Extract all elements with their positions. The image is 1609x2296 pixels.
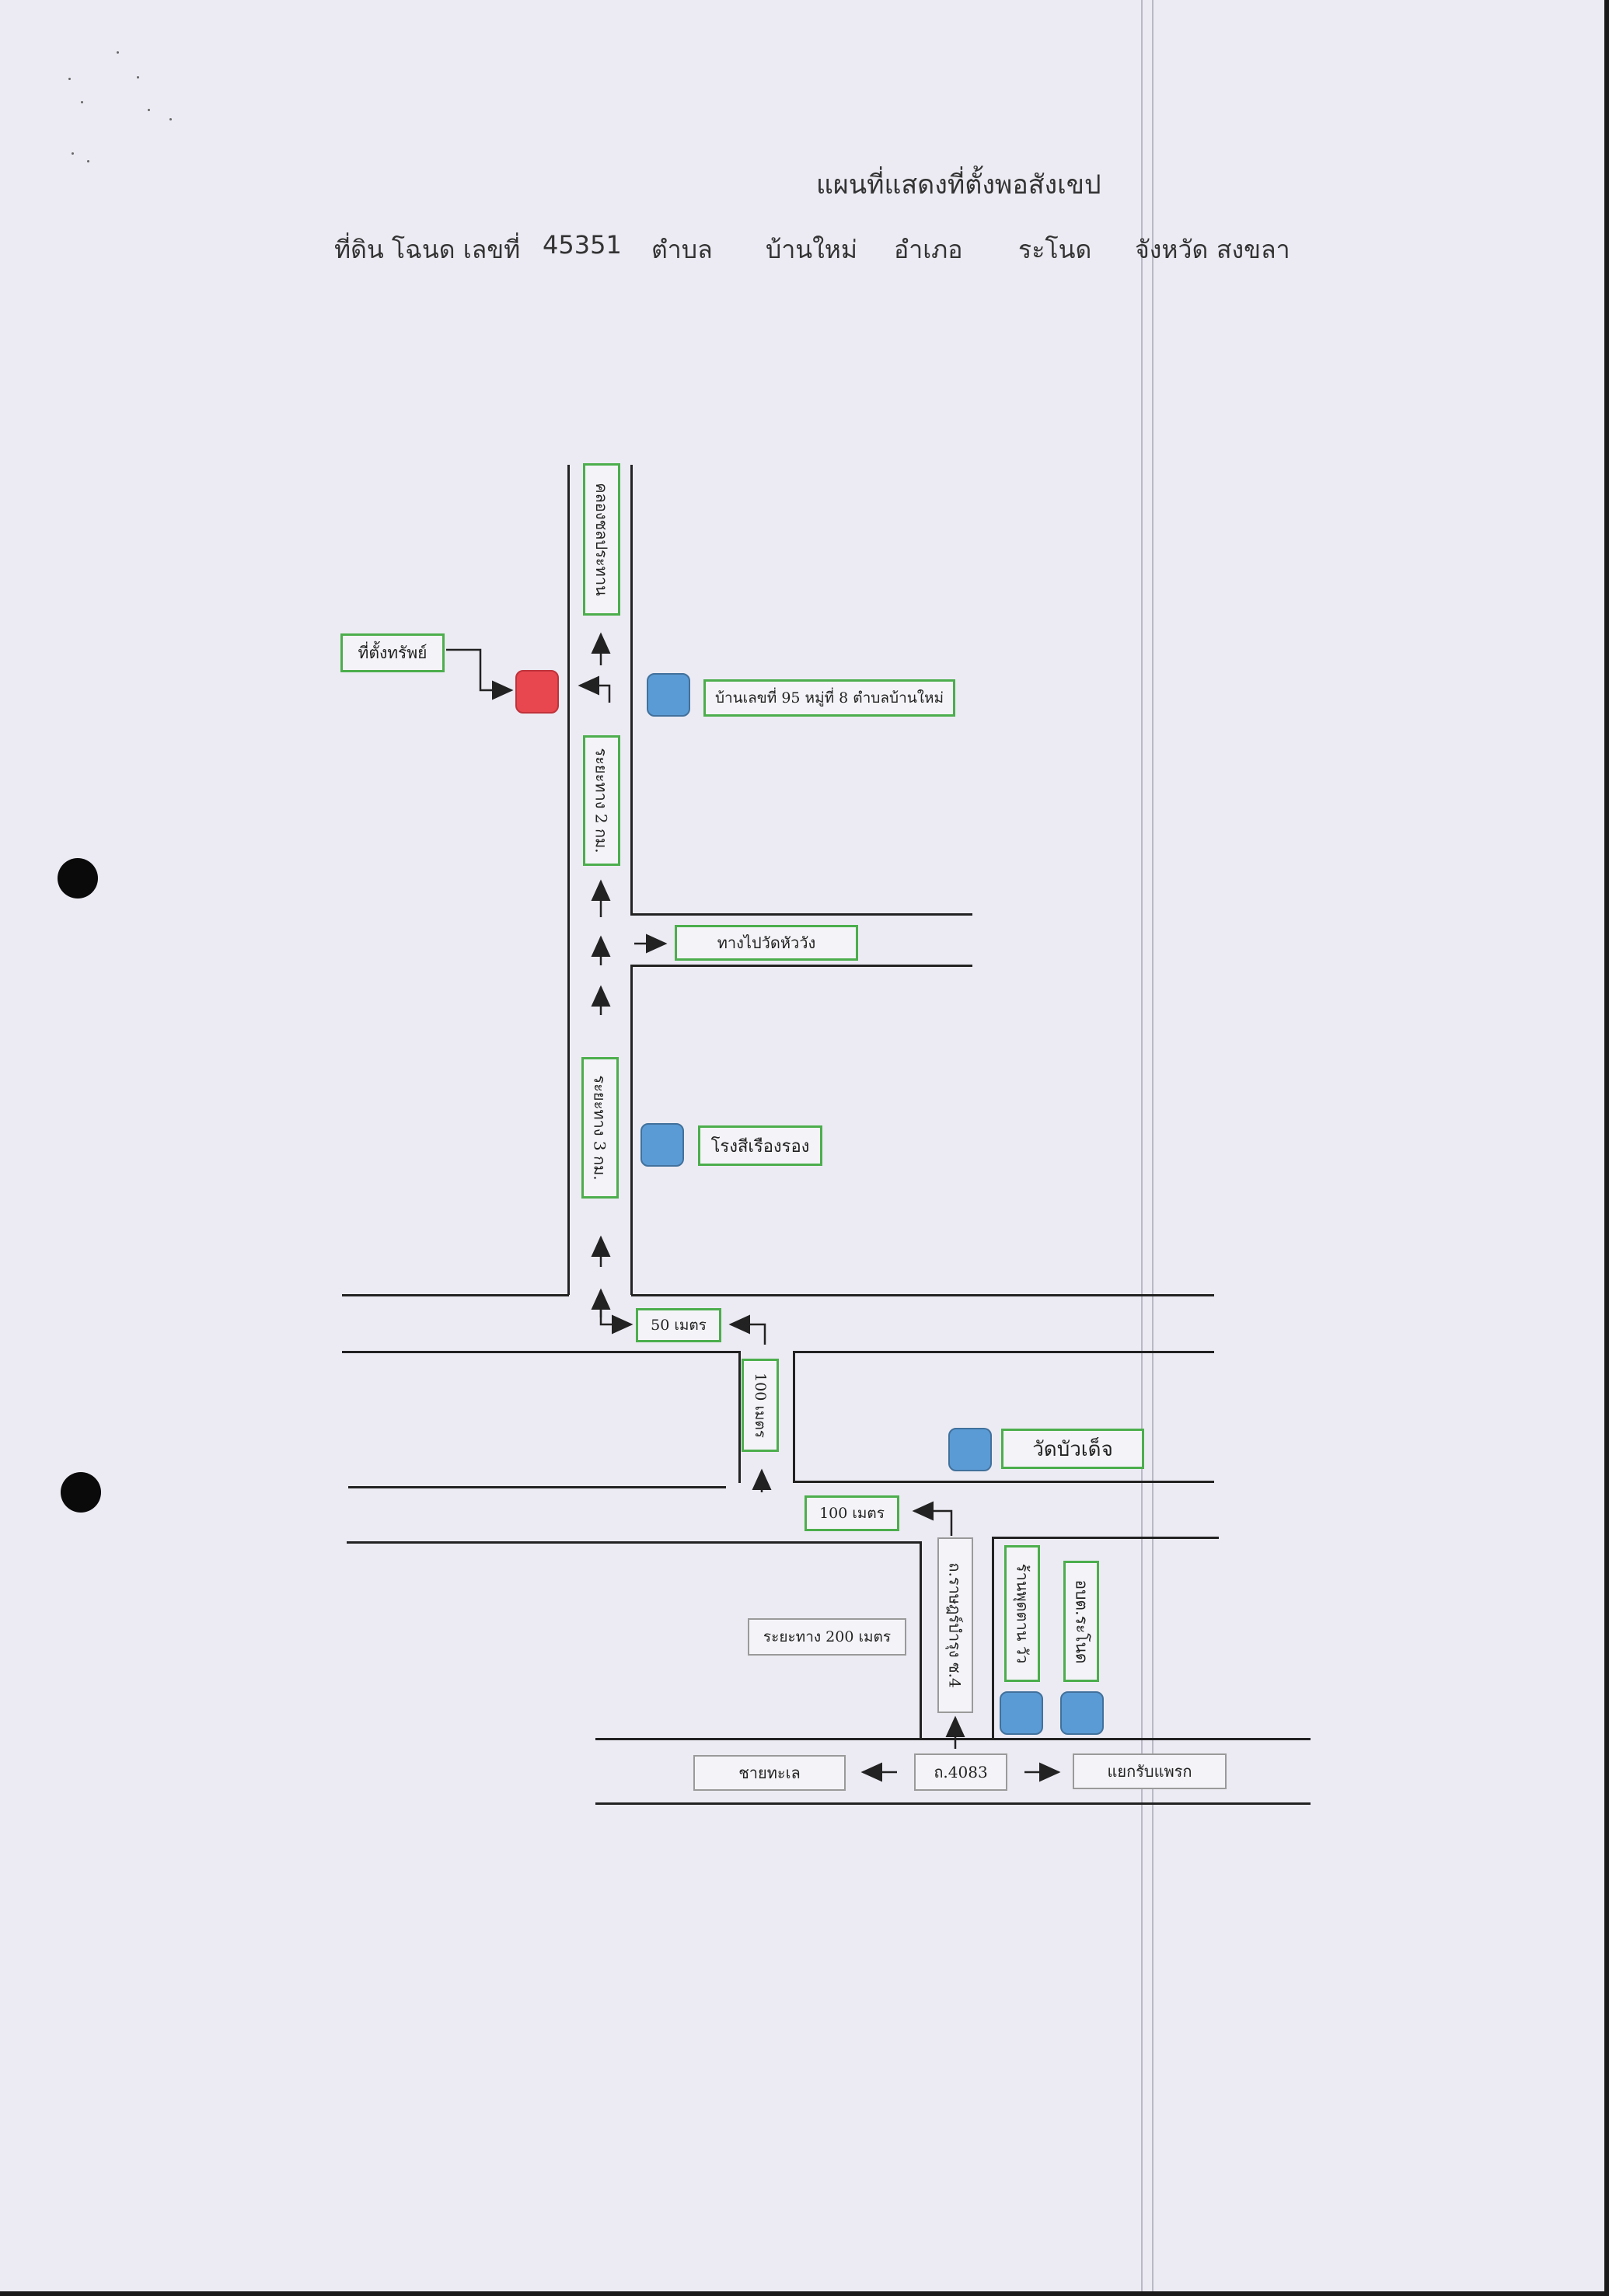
road-main-4 xyxy=(992,1537,1219,1539)
deed-number: 45351 xyxy=(543,230,622,260)
road-main-1 xyxy=(631,1294,1214,1296)
road-link-left xyxy=(738,1351,741,1483)
shop-label: ร้านพุดตาน วัว xyxy=(1004,1545,1040,1682)
scan-line xyxy=(1152,0,1154,2296)
junction-label: แยกรับแพรก xyxy=(1073,1753,1227,1789)
m50-label: 50 เมตร xyxy=(636,1308,721,1342)
district-office-label: อบต.ระโนด xyxy=(1063,1561,1099,1682)
house-label: บ้านเลขที่ 95 หมู่ที่ 8 ตำบลบ้านใหม่ xyxy=(703,679,955,717)
arrow-50m xyxy=(599,1290,633,1335)
road-canal-left xyxy=(567,465,570,1295)
page-edge-right xyxy=(1604,0,1609,2296)
road-main-3 xyxy=(348,1486,726,1488)
road-main-1 xyxy=(342,1294,569,1296)
shop-marker xyxy=(1000,1691,1043,1735)
dist-2km-label: ระยะทาง 2 กม. xyxy=(583,735,620,866)
speck xyxy=(148,109,150,111)
canal-label: คลองชลประทาน xyxy=(583,463,620,616)
arrow-into-property xyxy=(578,675,611,703)
tambon-label: ตำบล xyxy=(651,235,713,264)
page-edge-bottom xyxy=(0,2291,1609,2296)
road-soi-left xyxy=(920,1541,922,1739)
road-temple-lower xyxy=(630,965,972,967)
punch-hole xyxy=(58,858,98,899)
province-value: สงขลา xyxy=(1216,235,1290,264)
house-marker xyxy=(647,673,690,717)
road-4083-upper xyxy=(595,1738,1311,1740)
road-temple-upper xyxy=(630,913,972,916)
arrow-from-link xyxy=(728,1314,766,1345)
speck xyxy=(137,76,139,79)
road-4083-lower xyxy=(595,1802,1311,1805)
temple-marker xyxy=(948,1428,992,1471)
m100-horizontal-label: 100 เมตร xyxy=(804,1495,899,1531)
soi-label: ถ.ราษฎร์บำรุง ซ.4 xyxy=(937,1537,973,1713)
beach-label: ชายทะเล xyxy=(693,1755,846,1791)
office-marker xyxy=(1060,1691,1104,1735)
road-main-3 xyxy=(793,1481,1214,1483)
deed-label: ที่ดิน โฉนด เลขที่ xyxy=(334,235,521,264)
speck xyxy=(81,101,83,103)
dist-200m-label: ระยะทาง 200 เมตร xyxy=(748,1618,906,1656)
speck xyxy=(117,51,119,54)
property-marker xyxy=(515,670,559,714)
to-temple-label: ทางไปวัดหัววัง xyxy=(675,925,858,961)
road-4083-label: ถ.4083 xyxy=(914,1753,1007,1791)
punch-hole xyxy=(61,1472,101,1513)
amphoe-value: ระโนด xyxy=(1018,235,1092,264)
map-title: แผนที่แสดงที่ตั้งพอสังเขป xyxy=(816,169,1101,201)
province-label: จังหวัด xyxy=(1135,235,1209,264)
temple-label: วัดบัวเด็จ xyxy=(1001,1429,1144,1469)
scan-line xyxy=(1141,0,1143,2296)
arrow-100m xyxy=(912,1501,953,1536)
speck xyxy=(87,160,89,162)
amphoe-label: อำเภอ xyxy=(894,235,963,264)
property-label: ที่ตั้งทรัพย์ xyxy=(340,633,445,672)
tambon-value: บ้านใหม่ xyxy=(766,235,857,264)
road-canal-right xyxy=(630,965,633,1295)
mill-marker xyxy=(640,1123,684,1167)
m100-vertical-label: 100 เมตร xyxy=(742,1359,779,1452)
road-canal-right xyxy=(630,465,633,914)
road-main-2 xyxy=(793,1351,1214,1353)
speck xyxy=(68,78,71,80)
road-link-right xyxy=(793,1351,795,1483)
speck xyxy=(169,118,172,120)
speck xyxy=(72,152,74,155)
road-soi-right xyxy=(992,1537,994,1739)
mill-label: โรงสีเรืองรอง xyxy=(698,1125,822,1166)
dist-3km-label: ระยะทาง 3 กม. xyxy=(581,1057,619,1199)
road-main-4 xyxy=(347,1541,922,1544)
road-main-2 xyxy=(342,1351,740,1353)
arrow-property xyxy=(446,648,514,700)
